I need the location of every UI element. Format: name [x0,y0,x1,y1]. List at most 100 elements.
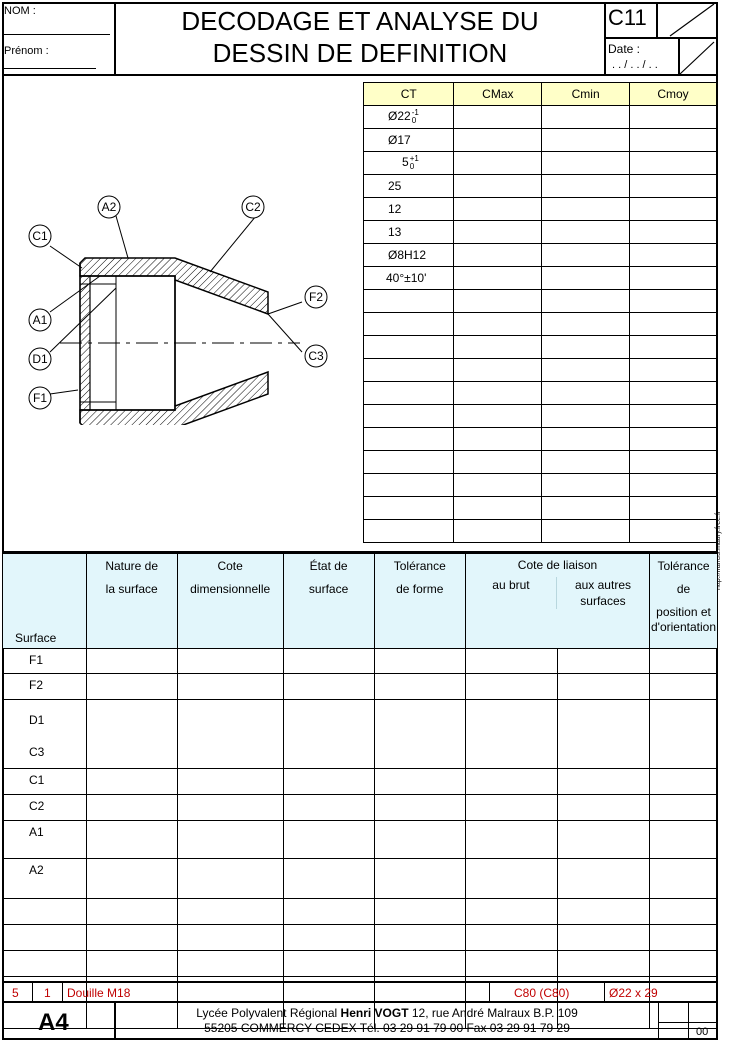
table-row: 25 [362,174,717,198]
label-f1: F1 [33,391,47,405]
ct-header: Cmin [541,82,631,106]
ct-value: Ø8H12 [362,243,455,267]
label-c2: C2 [245,200,261,214]
nomenclature-divider [604,981,605,1003]
table-row: 12 [362,197,717,221]
table-row [2,950,719,977]
paper-format: A4 [38,1009,69,1036]
page-frame [2,2,718,1040]
ct-header: Cmoy [629,82,717,106]
ct-value: 13 [362,220,455,244]
table-row: A1 [2,820,719,859]
table-row: A2 [2,858,719,899]
table-row [2,924,719,951]
surface-header: Surface [2,553,87,649]
table-row [362,381,717,405]
header-divider [114,2,116,76]
table-row [362,289,717,313]
table-row [2,898,719,925]
nomenclature-divider [489,981,490,1003]
label-d1: D1 [32,352,48,366]
header [2,2,718,76]
surface-id: F1 [2,648,87,674]
revision-index: 00 [696,1026,709,1038]
date-value: . . / . . / . . [612,59,658,71]
table-row: C1 [2,768,719,795]
material: C80 (C80) [514,986,570,1000]
ct-value: 12 [362,197,455,221]
date-label: Date : [608,42,641,56]
surface-id: F2 [2,673,87,700]
title-line1: DECODAGE ET ANALYSE DU [181,6,539,36]
ct-value: 25 [362,174,455,198]
ct-header: CT [362,82,455,106]
part-drawing: A2 C2 C1 F2 A1 D1 C3 F1 [28,195,328,425]
table-row [362,427,717,451]
table-row: F2 [2,673,719,700]
table-row [362,358,717,382]
table-row: Ø17 [362,128,717,152]
title-block-divider [114,1003,116,1040]
label-a2: A2 [102,200,117,214]
header-divider [656,2,658,38]
title-block-divider [688,1003,689,1040]
label-c1: C1 [32,229,48,243]
header-divider [604,37,718,39]
part-name: Douille M18 [67,986,131,1000]
ct-header: CMax [453,82,543,106]
label-c3: C3 [308,349,324,363]
label-f2: F2 [309,290,323,304]
nom-label: NOM : [4,5,36,17]
table-row [362,496,717,520]
school-info: Lycée Polyvalent Régional Henri VOGT 12,… [196,1006,578,1035]
table-row: C2 [2,794,719,821]
prenom-line [4,68,96,69]
table-row [2,976,719,1003]
surface-id: A1 [2,820,87,859]
surface-id: C2 [2,794,87,821]
table-row [362,519,717,543]
sheet-code: C11 [608,5,647,30]
table-row: 13 [362,220,717,244]
table-row [362,312,717,336]
item-value: 1 [44,986,51,1000]
table-row: 40°±10' [362,266,717,290]
section-divider [2,551,718,553]
title-line2: DESSIN DE DEFINITION [212,38,508,68]
table-row [362,473,717,497]
surface-id: A2 [2,858,87,899]
nomenclature-divider [62,981,63,1003]
surface-id: C1 [2,768,87,795]
raw-dimension: Ø22 x 29 [609,986,658,1000]
table-row [362,335,717,359]
table-row [362,404,717,428]
table-row [362,450,717,474]
title-block-divider [658,1003,659,1040]
header-divider [604,2,606,76]
ct-value: Ø17 [362,128,455,152]
table-row [2,1002,719,1029]
title-block-divider [658,1022,718,1023]
nom-line [4,34,110,35]
nomenclature-row [2,981,718,1003]
prenom-label: Prénom : [4,45,49,57]
label-a1: A1 [33,313,48,327]
header-corner-marks [669,3,715,75]
qty-value: 5 [12,986,19,1000]
table-row: Ø8H12 [362,243,717,267]
header-divider [678,38,680,76]
